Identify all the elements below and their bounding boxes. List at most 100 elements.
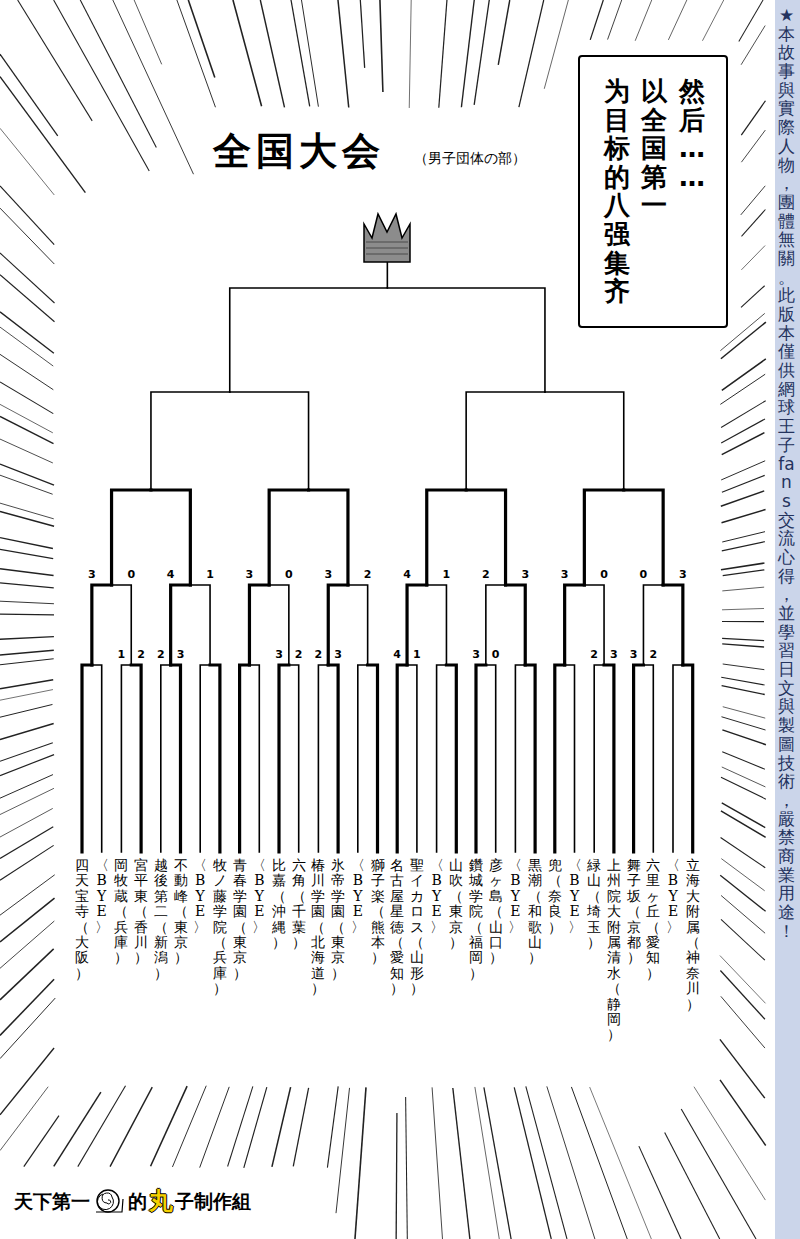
bracket-line (515, 665, 525, 852)
team-name: 立海大附属（神奈川） (686, 858, 700, 1012)
bracket-line (358, 665, 368, 852)
bracket-line (190, 585, 210, 665)
score-number: 2 (137, 649, 145, 660)
speed-line (721, 563, 764, 570)
speed-line (409, 0, 411, 108)
speed-line (0, 788, 54, 814)
team-name: 〈BYE〉 (193, 858, 207, 935)
team-name: 上州院大附属清水（静岡） (607, 858, 621, 1043)
score-number: 3 (177, 649, 185, 660)
speed-line (24, 1116, 59, 1167)
score-number: 0 (492, 649, 500, 660)
team-name: 鑽城学院（福岡） (469, 858, 483, 981)
speed-line (721, 677, 764, 685)
team-name: 越後第二（新潟） (154, 858, 168, 981)
bracket-line (289, 665, 299, 852)
bracket-line (269, 490, 308, 585)
score-number: 3 (521, 569, 529, 580)
speed-line (0, 637, 54, 640)
bracket-line (279, 665, 289, 852)
bracket-line (643, 585, 663, 665)
bracket-line (663, 585, 683, 665)
speed-line (0, 724, 54, 740)
speed-line (0, 921, 54, 968)
score-number: 3 (324, 569, 332, 580)
bracket-line (368, 665, 378, 852)
speed-line (293, 1088, 308, 1167)
bracket-line (121, 665, 131, 852)
speed-line (723, 570, 765, 576)
score-number: 2 (590, 649, 598, 660)
speed-line (668, 0, 686, 40)
speed-line (722, 752, 765, 769)
speed-line (0, 538, 53, 549)
speed-line (547, 1086, 595, 1239)
score-number: 1 (206, 569, 214, 580)
bracket-line (348, 585, 368, 665)
score-number: 1 (413, 649, 421, 660)
score-number: 2 (315, 649, 323, 660)
score-number: 0 (285, 569, 293, 580)
score-number: 2 (364, 569, 372, 580)
bracket-line (210, 665, 220, 852)
bracket-line (476, 665, 486, 852)
speed-line (151, 1086, 188, 1166)
bracket-line (604, 665, 614, 852)
speed-line (0, 54, 58, 136)
snail-body (96, 1199, 123, 1212)
team-name: 比嘉（沖縄） (272, 858, 286, 950)
bracket-line (643, 665, 653, 852)
team-name: 四天宝寺（大阪） (75, 858, 89, 981)
bracket-line (407, 585, 427, 665)
bracket-line (269, 585, 289, 665)
speed-line (741, 210, 765, 237)
team-name: 〈BYE〉 (95, 858, 109, 935)
speed-line (0, 503, 54, 519)
speed-line (0, 275, 55, 322)
speed-line (291, 0, 310, 106)
team-name: 〈BYE〉 (252, 858, 266, 935)
team-name: 青春学園（東京） (233, 858, 247, 981)
bracket-line (171, 585, 191, 665)
speed-line (741, 26, 765, 65)
speed-line (0, 439, 53, 463)
speed-line (722, 587, 764, 591)
bracket-line (309, 490, 348, 585)
team-name: 山吹（東京） (449, 858, 463, 950)
speed-line (721, 491, 764, 506)
speed-line (172, 1086, 206, 1167)
team-name: 椿川学園（北海道） (311, 858, 325, 997)
credit-text: 天下第一 (14, 1191, 90, 1212)
speed-line (474, 0, 489, 105)
speed-line (475, 1087, 499, 1239)
bracket-line (545, 392, 624, 490)
speed-line (0, 569, 54, 576)
score-number: 1 (443, 569, 451, 580)
speed-line (228, 1086, 253, 1166)
speed-line (722, 359, 766, 390)
speed-line (54, 1092, 101, 1166)
speed-line (0, 1087, 48, 1151)
speed-line (113, 0, 194, 174)
speed-line (722, 433, 765, 455)
credit-text: 的 (128, 1191, 147, 1212)
bracket-line (624, 490, 663, 585)
bracket-line (565, 585, 585, 665)
speed-line (0, 312, 54, 354)
bracket-line (594, 665, 604, 852)
speed-line (0, 512, 54, 527)
caption-column: 然后…… (679, 77, 705, 191)
bracket-line (525, 665, 535, 852)
caption-column: 以全国第一 (641, 77, 667, 220)
bracket-line (466, 490, 505, 585)
bracket-line (240, 665, 250, 852)
credit-text: 丸 (149, 1188, 173, 1214)
team-name: 氷帝学園（東京） (331, 858, 345, 981)
bracket-line (683, 665, 693, 852)
speed-line (110, 1087, 152, 1167)
bracket-line (486, 585, 506, 665)
speed-line (721, 996, 765, 1048)
score-number: 0 (127, 569, 135, 580)
speed-line (54, 0, 150, 171)
